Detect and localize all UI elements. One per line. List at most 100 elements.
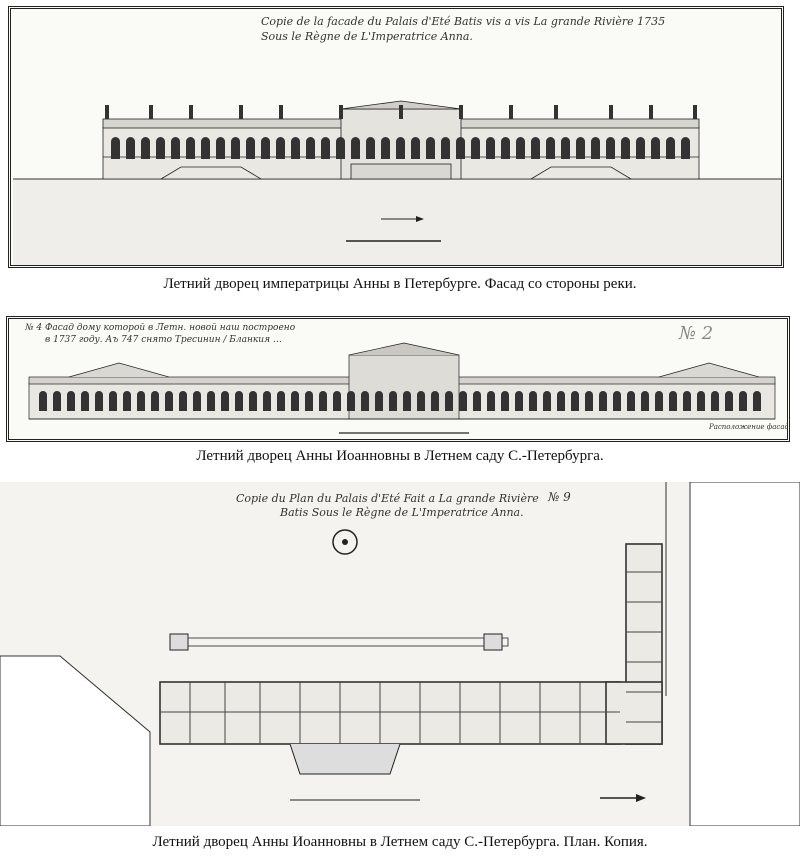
arch-window: [613, 391, 621, 411]
arch-window: [697, 391, 705, 411]
arch-window: [221, 391, 229, 411]
arch-window: [546, 137, 555, 159]
arch-window: [156, 137, 165, 159]
arch-window: [636, 137, 645, 159]
arch-window: [375, 391, 383, 411]
arch-window: [753, 391, 761, 411]
arch-window: [347, 391, 355, 411]
roof-statue: [649, 105, 653, 119]
arch-window: [277, 391, 285, 411]
arch-window: [487, 391, 495, 411]
roof-statue: [459, 105, 463, 119]
arch-window: [53, 391, 61, 411]
plate3-number: № 9: [548, 490, 571, 504]
arch-window: [231, 137, 240, 159]
arch-window: [501, 137, 510, 159]
arch-window: [137, 391, 145, 411]
arch-window: [585, 391, 593, 411]
arch-window: [725, 391, 733, 411]
arch-window: [627, 391, 635, 411]
arch-window: [151, 391, 159, 411]
roof-statue: [279, 105, 283, 119]
arch-window: [193, 391, 201, 411]
arch-window: [263, 391, 271, 411]
arch-window: [361, 391, 369, 411]
arch-window: [165, 391, 173, 411]
roof-statue: [554, 105, 558, 119]
arch-window: [95, 391, 103, 411]
arch-window: [179, 391, 187, 411]
plate3-caption: Летний дворец Анны Иоанновны в Летнем са…: [152, 834, 648, 850]
arch-window: [711, 391, 719, 411]
arch-window: [441, 137, 450, 159]
arch-window: [389, 391, 397, 411]
roof-statue: [399, 105, 403, 119]
arch-window: [333, 391, 341, 411]
arch-window: [543, 391, 551, 411]
arch-window: [291, 391, 299, 411]
arch-window: [456, 137, 465, 159]
arch-window: [381, 137, 390, 159]
arch-window: [235, 391, 243, 411]
plate2-signature: Расположение фасада: [709, 423, 790, 431]
arch-window: [683, 391, 691, 411]
arch-window: [529, 391, 537, 411]
arch-window: [261, 137, 270, 159]
facade-drawing-1: [13, 100, 781, 265]
arch-window: [417, 391, 425, 411]
plate2-inscription-line1: № 4 Фасад дому которой в Летн. новой наш…: [25, 323, 296, 333]
arch-window: [246, 137, 255, 159]
arch-window: [599, 391, 607, 411]
arch-window: [411, 137, 421, 159]
plate-facade-garden: № 4 Фасад дому которой в Летн. новой наш…: [6, 316, 790, 442]
arch-window: [201, 137, 210, 159]
arch-window: [207, 391, 215, 411]
arch-window: [276, 137, 285, 159]
arch-window: [445, 391, 453, 411]
arch-window: [141, 137, 150, 159]
roof-statue: [105, 105, 109, 119]
plate2-caption: Летний дворец Анны Иоанновны в Летнем са…: [196, 448, 604, 464]
plate-facade-river: Copie de la facade du Palais d'Eté Batis…: [8, 6, 784, 268]
roof-statue: [509, 105, 513, 119]
plate1-inscription-line2: Sous le Règne de L'Imperatrice Anna.: [261, 30, 473, 43]
arch-window: [171, 137, 180, 159]
arch-window: [531, 137, 540, 159]
arch-window: [305, 391, 313, 411]
plate2-inscription-line2: в 1737 году. Аъ 747 снято Тресинин / Бла…: [45, 335, 282, 345]
arch-window: [306, 137, 315, 159]
arch-window: [123, 391, 131, 411]
arch-window: [473, 391, 481, 411]
roof-statue: [189, 105, 193, 119]
roof-statue: [609, 105, 613, 119]
arch-window: [655, 391, 663, 411]
arch-window: [516, 137, 525, 159]
arch-window: [606, 137, 615, 159]
plate-plan: Copie du Plan du Palais d'Eté Fait a La …: [0, 482, 800, 826]
arch-window: [186, 137, 195, 159]
arch-window: [216, 137, 225, 159]
plan-drawing: [0, 482, 800, 826]
plate2-number: № 2: [679, 323, 714, 344]
arch-window: [557, 391, 565, 411]
roof-statue: [339, 105, 343, 119]
arch-window: [561, 137, 570, 159]
arch-window: [739, 391, 747, 411]
plate3-inscription-line2: Batis Sous le Règne de L'Imperatrice Ann…: [280, 506, 524, 519]
arch-window: [621, 137, 630, 159]
arch-window: [591, 137, 600, 159]
arch-window: [681, 137, 690, 159]
arch-window: [109, 391, 117, 411]
plate1-caption: Летний дворец императрицы Анны в Петербу…: [163, 276, 637, 292]
arch-window: [291, 137, 300, 159]
arch-window: [351, 137, 360, 159]
arch-window: [319, 391, 327, 411]
arch-window: [459, 391, 467, 411]
arch-window: [366, 137, 375, 159]
plate1-inscription-line1: Copie de la facade du Palais d'Eté Batis…: [261, 15, 666, 28]
arch-window: [336, 137, 345, 159]
arch-window: [576, 137, 585, 159]
roof-statue: [693, 105, 697, 119]
arch-window: [396, 137, 405, 159]
roof-statue: [149, 105, 153, 119]
